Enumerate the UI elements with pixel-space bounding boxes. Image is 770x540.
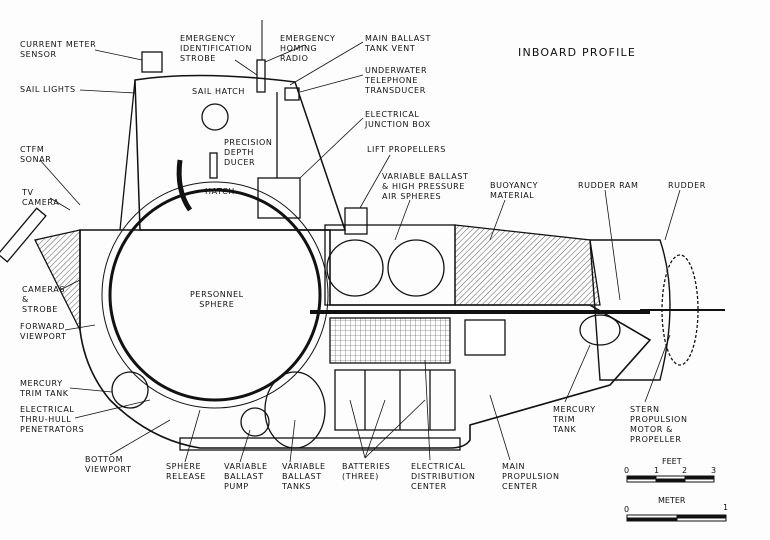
ballast-pump <box>240 407 270 437</box>
air-sphere-bay <box>324 224 456 306</box>
feet-tick-1: 1 <box>654 466 660 475</box>
label-rudder: RUDDER <box>668 181 706 190</box>
current-meter-sensor <box>141 51 163 73</box>
label-bottom-viewport: BOTTOM VIEWPORT <box>85 455 132 474</box>
label-sail-hatch: SAIL HATCH <box>192 87 245 96</box>
air-sphere-1 <box>326 239 384 297</box>
label-mercury-trim-tank-aft: MERCURY TRIM TANK <box>553 405 596 434</box>
label-sphere-release: SPHERE RELEASE <box>166 462 206 481</box>
feet-tick-3: 3 <box>711 466 717 475</box>
label-emergency-strobe: EMERGENCY IDENTIFICATION STROBE <box>180 34 253 63</box>
batteries <box>334 369 456 431</box>
air-sphere-2 <box>387 239 445 297</box>
hull-outline <box>79 229 652 449</box>
label-rudder-ram: RUDDER RAM <box>578 181 639 190</box>
feet-scale-title: FEET <box>662 457 682 466</box>
lift-propeller <box>344 207 368 235</box>
label-lift-propellers: LIFT PROPELLERS <box>367 145 446 154</box>
label-depth-ducer: PRECISION DEPTH DUCER <box>224 138 273 167</box>
feet-tick-2: 2 <box>682 466 688 475</box>
label-junction-box: ELECTRICAL JUNCTION BOX <box>365 110 431 129</box>
tv-camera <box>0 207 47 263</box>
depth-ducer <box>209 152 218 179</box>
mercury-trim-tank <box>111 371 149 409</box>
label-sail-lights: SAIL LIGHTS <box>20 85 76 94</box>
label-ctfm-sonar: CTFM SONAR <box>20 145 52 164</box>
battery-grid <box>329 317 451 364</box>
label-distribution-center: ELECTRICAL DISTRIBUTION CENTER <box>411 462 476 491</box>
label-personnel-sphere: PERSONNEL SPHERE <box>190 290 244 309</box>
emergency-strobe <box>256 59 266 93</box>
label-buoyancy-material: BUOYANCY MATERIAL <box>490 181 539 200</box>
label-main-ballast-vent: MAIN BALLAST TANK VENT <box>365 34 431 53</box>
sail-fairing-line <box>119 79 136 231</box>
feet-scale-bar <box>626 475 715 483</box>
leader-lines <box>39 41 681 463</box>
meter-tick-0: 0 <box>624 505 630 514</box>
buoyancy-box <box>464 319 506 356</box>
meter-scale-bar <box>626 514 727 522</box>
label-stern-propulsion: STERN PROPULSION MOTOR & PROPELLER <box>630 405 688 444</box>
telephone-transducer <box>284 87 300 101</box>
label-telephone-transducer: UNDERWATER TELEPHONE TRANSDUCER <box>365 66 428 95</box>
sail-porthole <box>201 103 229 131</box>
label-air-spheres: VARIABLE BALLAST & HIGH PRESSURE AIR SPH… <box>382 172 469 201</box>
label-ballast-tanks: VARIABLE BALLAST TANKS <box>282 462 326 491</box>
meter-scale-title: METER <box>658 496 686 505</box>
label-forward-viewport: FORWARD VIEWPORT <box>20 322 67 341</box>
label-main-propulsion-center: MAIN PROPULSION CENTER <box>502 462 560 491</box>
label-emergency-radio: EMERGENCY HOMING RADIO <box>280 34 336 63</box>
personnel-sphere <box>108 188 322 402</box>
label-cameras-strobe: CAMERAS & STROBE <box>22 285 66 314</box>
diagram-title: INBOARD PROFILE <box>518 46 637 59</box>
label-tv-camera: TV CAMERA <box>22 188 60 207</box>
buoyancy-material <box>454 224 601 306</box>
ballast-tank <box>264 371 326 449</box>
meter-tick-1: 1 <box>723 503 729 512</box>
aft-trim-tank <box>579 314 621 346</box>
label-hatch: HATCH <box>205 187 235 196</box>
label-current-meter-sensor: CURRENT METER SENSOR <box>20 40 97 59</box>
label-thru-hull-penetrators: ELECTRICAL THRU-HULL PENETRATORS <box>20 405 85 434</box>
label-mercury-trim-tank-fwd: MERCURY TRIM TANK <box>20 379 69 398</box>
feet-tick-0: 0 <box>624 466 630 475</box>
label-batteries: BATTERIES (THREE) <box>342 462 391 481</box>
bow-fairing <box>34 229 81 331</box>
label-ballast-pump: VARIABLE BALLAST PUMP <box>224 462 268 491</box>
